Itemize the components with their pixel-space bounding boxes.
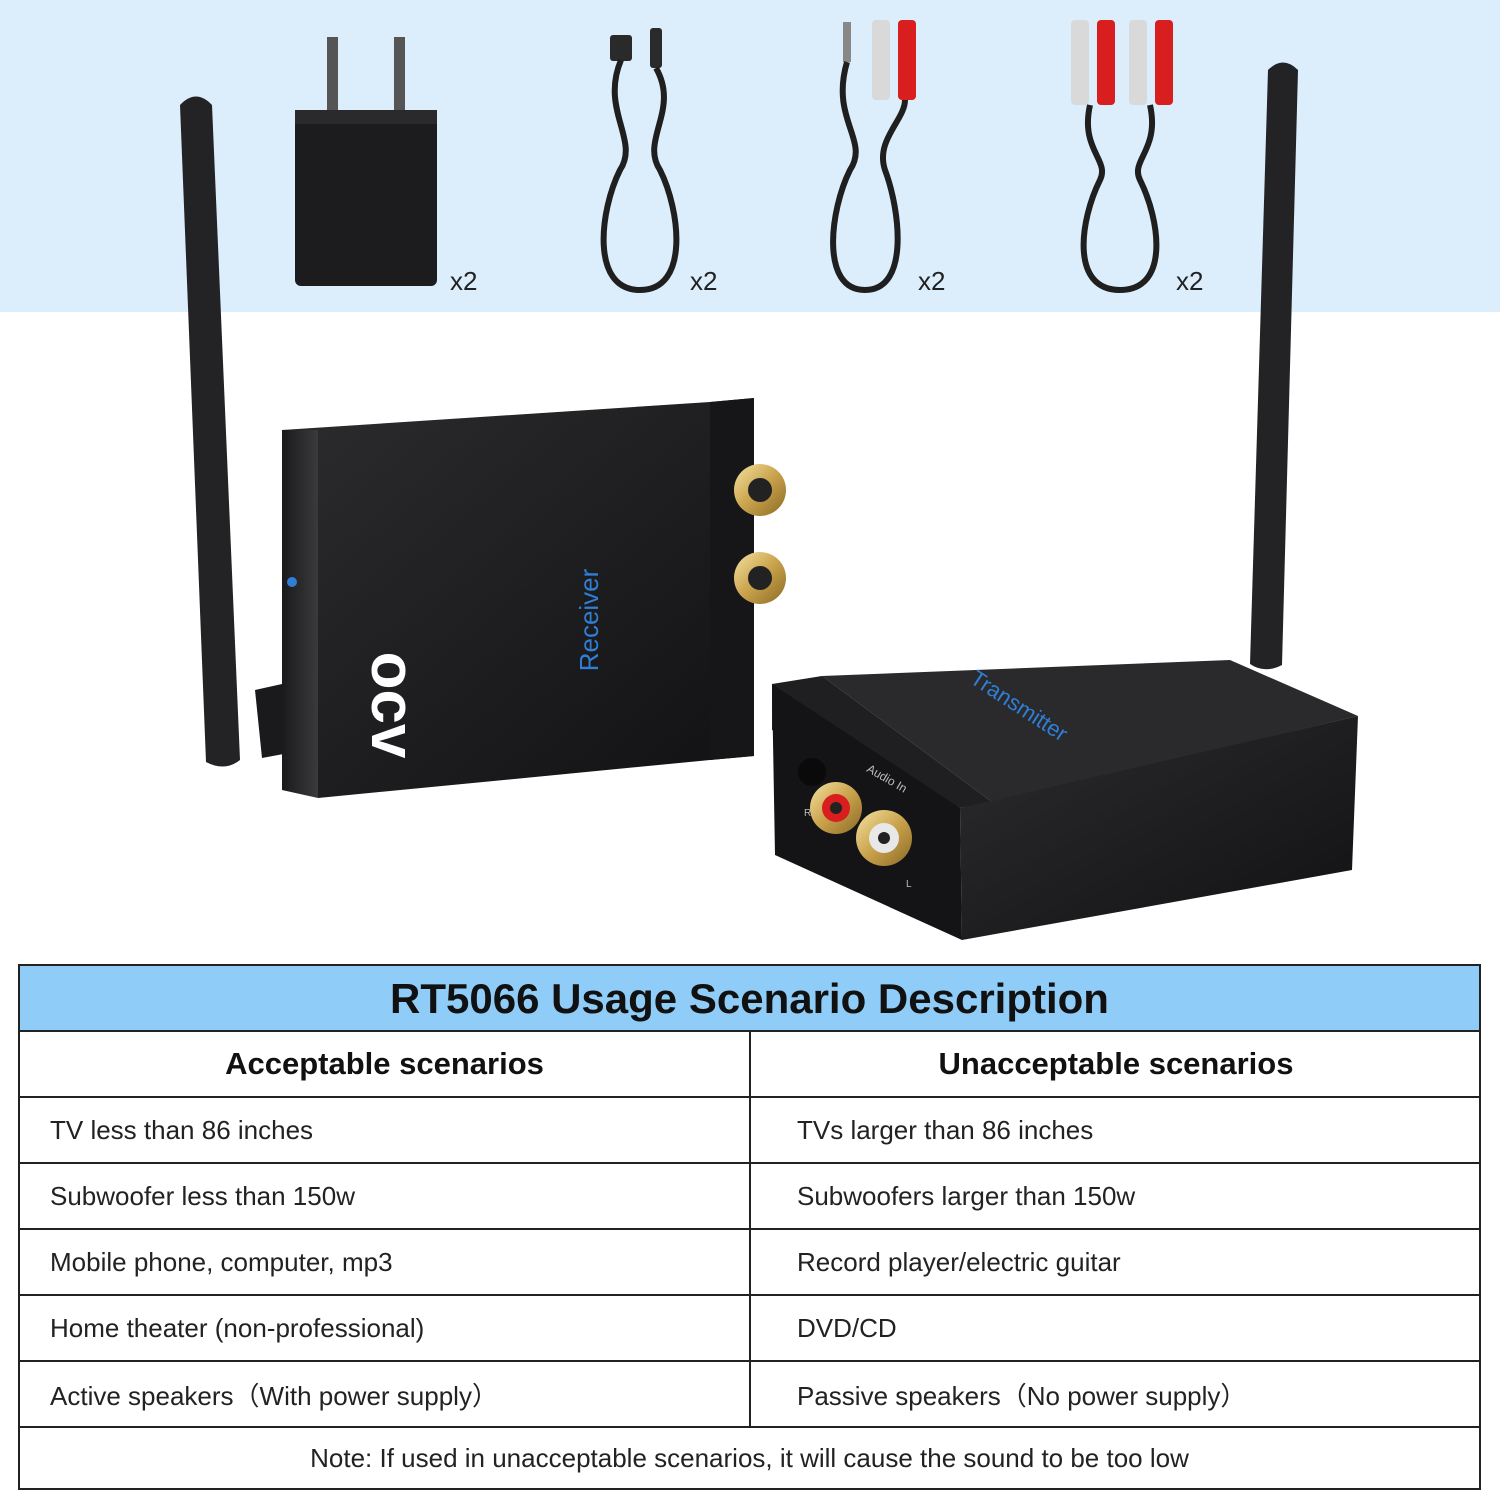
acceptable-cell: Home theater (non-professional) xyxy=(20,1296,751,1360)
acceptable-cell: Active speakers（With power supply） xyxy=(20,1362,751,1426)
receiver-device: Receiver ocv xyxy=(282,398,786,798)
accessories-band xyxy=(0,0,1500,312)
acceptable-header: Acceptable scenarios xyxy=(20,1032,751,1096)
scenario-table: RT5066 Usage Scenario Description Accept… xyxy=(18,964,1481,1490)
rca-rca-cable-icon xyxy=(1071,20,1173,294)
unacceptable-cell: DVD/CD xyxy=(797,1312,897,1343)
power-adapter-icon xyxy=(295,37,437,286)
table-row: Active speakers（With power supply） Passi… xyxy=(20,1360,1479,1426)
transmitter-antenna xyxy=(1250,62,1298,670)
power-adapter-qty: x2 xyxy=(450,266,478,296)
unacceptable-cell: Subwoofers larger than 150w xyxy=(797,1180,1136,1211)
aux-rca-cable-qty: x2 xyxy=(918,266,946,296)
acceptable-cell: Subwoofer less than 150w xyxy=(20,1164,751,1228)
unacceptable-cell: TVs larger than 86 inches xyxy=(797,1114,1094,1145)
receiver-label: Receiver xyxy=(574,568,604,671)
rca-rca-cable-qty: x2 xyxy=(1176,266,1204,296)
table-row: Home theater (non-professional) DVD/CD xyxy=(20,1294,1479,1360)
table-title: RT5066 Usage Scenario Description xyxy=(20,966,1479,1032)
acceptable-cell: TV less than 86 inches xyxy=(20,1098,751,1162)
table-row: TV less than 86 inches TVs larger than 8… xyxy=(20,1096,1479,1162)
unacceptable-header: Unacceptable scenarios xyxy=(938,1046,1294,1081)
unacceptable-cell: Passive speakers（No power supply） xyxy=(797,1380,1247,1411)
unacceptable-cell: Record player/electric guitar xyxy=(797,1246,1121,1277)
aux-rca-cable-icon xyxy=(830,20,916,294)
usb-dc-cable-icon xyxy=(600,28,680,294)
right-channel-label: R xyxy=(804,808,811,819)
table-row: Subwoofer less than 150w Subwoofers larg… xyxy=(20,1162,1479,1228)
usb-dc-cable-qty: x2 xyxy=(690,266,718,296)
table-header-row: Acceptable scenarios Unacceptable scenar… xyxy=(20,1030,1479,1096)
table-row: Mobile phone, computer, mp3 Record playe… xyxy=(20,1228,1479,1294)
transmitter-brand-logo: ocv xyxy=(1120,579,1228,667)
product-illustration: Receiver ocv Transmitter ocv Audio In L … xyxy=(180,20,1358,940)
receiver-brand-logo: ocv xyxy=(358,652,427,759)
left-channel-label: L xyxy=(906,879,912,890)
acceptable-cell: Mobile phone, computer, mp3 xyxy=(20,1230,751,1294)
transmitter-device: Transmitter ocv Audio In L R xyxy=(772,579,1358,940)
table-note: Note: If used in unacceptable scenarios,… xyxy=(20,1426,1479,1488)
